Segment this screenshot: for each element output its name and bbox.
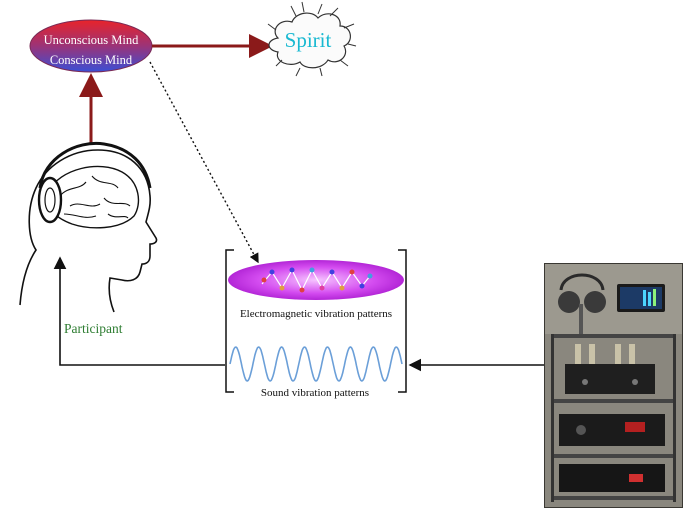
conscious-mind-label: Conscious Mind bbox=[49, 53, 133, 67]
spirit-cloud-icon bbox=[267, 1, 357, 77]
electromagnetic-ellipse bbox=[228, 260, 404, 300]
vibration-bracket bbox=[225, 249, 407, 393]
spirit-label: Spirit bbox=[284, 28, 332, 52]
audio-equipment-rack-photo bbox=[544, 263, 683, 508]
audio-equipment-rack-icon bbox=[545, 264, 682, 507]
sound-label: Sound vibration patterns bbox=[260, 387, 370, 399]
unconscious-mind-label: Unconscious Mind bbox=[43, 33, 139, 47]
head-with-headphones-icon bbox=[19, 141, 158, 313]
electromagnetic-label: Electromagnetic vibration patterns bbox=[239, 308, 393, 320]
sound-wave-icon bbox=[229, 346, 403, 382]
participant-feedback-arrow bbox=[53, 256, 225, 366]
participant-label: Participant bbox=[64, 321, 123, 336]
mind-to-electromagnetic-dotted-arrow bbox=[149, 61, 259, 264]
electromagnetic-wave-icon bbox=[261, 267, 373, 293]
